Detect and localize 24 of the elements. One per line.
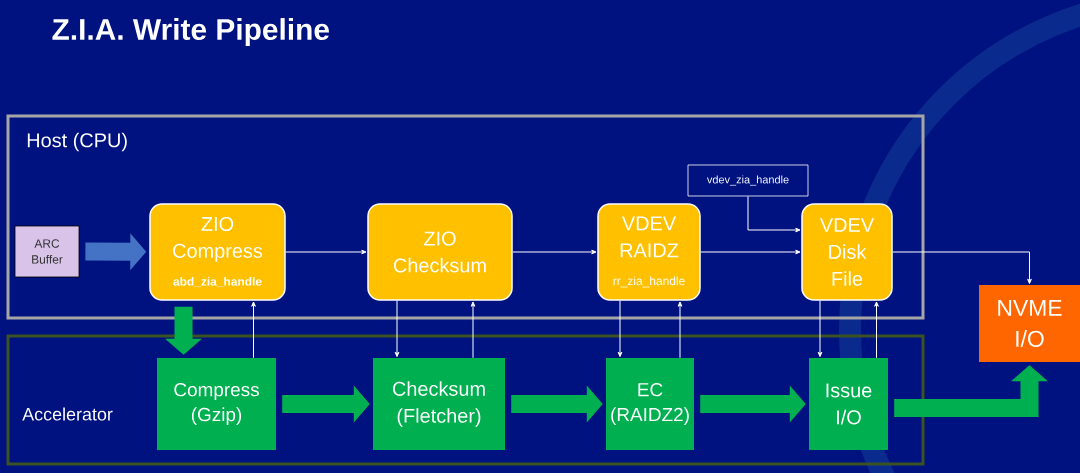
arrow [700, 249, 801, 255]
arrow [817, 300, 823, 357]
arrow [874, 301, 879, 359]
arrow [470, 301, 476, 359]
title: Z.I.A. Write Pipeline [52, 18, 329, 46]
arrow [892, 251, 1032, 284]
handle-box: vdev_zia_handle [687, 164, 809, 197]
buffer-box: ARC Buffer [14, 225, 80, 278]
arrow [512, 249, 597, 255]
output-box: NVME I/O [979, 285, 1080, 362]
arrow [677, 301, 683, 359]
process-box: VDEV Disk File [801, 203, 893, 301]
accelerator-box: Compress (Gzip) [157, 358, 276, 450]
process-box: ZIO Compress abd_zia_handle [149, 203, 286, 301]
arrow [251, 301, 256, 359]
arrow [617, 300, 623, 357]
process-box: VDEV RAIDZ rr_zia_handle [597, 203, 701, 301]
accelerator-box: Issue I/O [809, 358, 888, 450]
accelerator-box: EC (RAIDZ2) [606, 358, 694, 450]
accelerator-box: Checksum (Fletcher) [373, 358, 505, 450]
arrow [394, 300, 400, 357]
arrow [747, 195, 801, 233]
process-box: ZIO Checksum [367, 203, 513, 301]
arrow [285, 249, 367, 255]
